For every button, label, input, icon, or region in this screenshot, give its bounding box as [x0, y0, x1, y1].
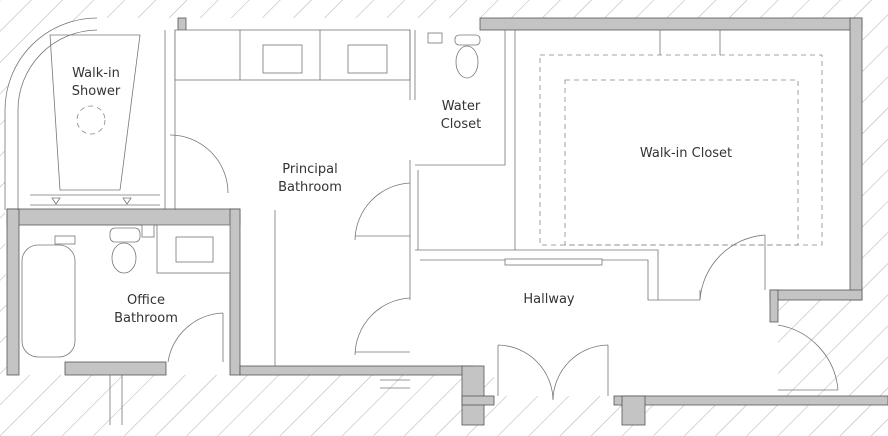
walls	[4, 17, 888, 426]
hallway-label: Hallway	[523, 292, 575, 307]
hallway-doors	[380, 324, 839, 401]
office-bathroom-fixtures	[21, 224, 231, 425]
toilet-icon	[455, 45, 479, 79]
sink-icon	[347, 44, 388, 74]
walk-in-shower	[30, 30, 176, 210]
principal-vanity	[174, 29, 416, 100]
bathtub-icon	[21, 244, 76, 358]
shower-drain-icon	[76, 105, 106, 135]
sink-icon	[175, 236, 214, 263]
sink-icon	[262, 44, 303, 74]
interior-floor	[5, 18, 850, 396]
toilet-icon	[111, 242, 137, 274]
walk-in-closet-label: Walk-in Closet	[640, 146, 732, 161]
walk-in-closet	[420, 30, 823, 301]
